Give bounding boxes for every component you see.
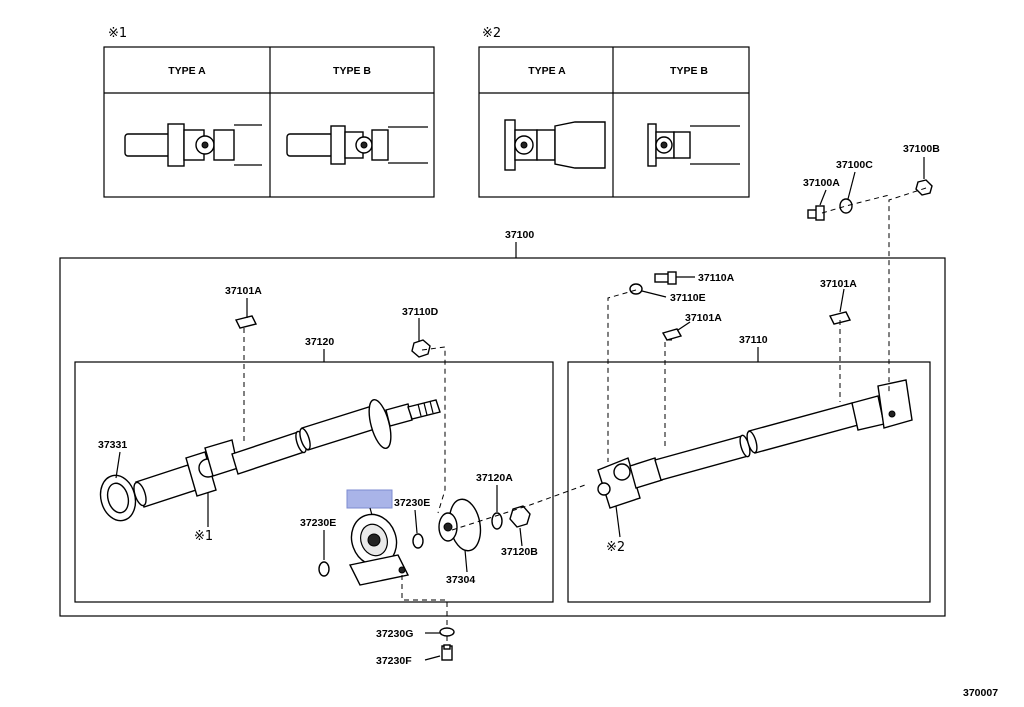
part-number-highlight[interactable] [346, 489, 393, 509]
label-37110A[interactable]: 37110A [698, 272, 735, 284]
bolt-37110a [654, 271, 677, 285]
label-37120A[interactable]: 37120A [476, 472, 513, 484]
front-shaft-box [74, 361, 554, 603]
assembly-box [59, 257, 946, 617]
inset-2-type-a-flange [504, 119, 606, 171]
bolt-37100a [807, 205, 825, 221]
diagram-code: 370007 [963, 687, 998, 699]
label-37100C[interactable]: 37100C [836, 159, 873, 171]
nut-37120b [509, 505, 531, 528]
label-37230E-right[interactable]: 37230E [394, 497, 430, 509]
label-37120B[interactable]: 37120B [501, 546, 538, 558]
inset-1-type-a-yoke [124, 123, 262, 167]
inset-2-type-a-label: TYPE A [528, 65, 566, 77]
front-propeller-shaft [99, 399, 441, 522]
washer-37230g [439, 627, 455, 637]
label-37230E-left[interactable]: 37230E [300, 517, 336, 529]
callout-ref-2: ※2 [606, 540, 625, 555]
leader-lines [115, 157, 925, 661]
label-37101A-right[interactable]: 37101A [820, 278, 857, 290]
inset-2-type-b-label: TYPE B [670, 65, 708, 77]
inset-2-type-b-flange [647, 123, 740, 167]
label-37110D[interactable]: 37110D [402, 306, 439, 318]
balance-weight-mid [661, 328, 683, 341]
washer-37110e [629, 283, 643, 295]
inset-1-type-b-yoke [286, 125, 428, 165]
inset-2-ref: ※2 [482, 26, 501, 41]
label-37331[interactable]: 37331 [98, 439, 127, 451]
nut-37100b [915, 179, 933, 196]
inset-1: ※1 TYPE A TYPE B [103, 26, 435, 198]
label-37101A-mid[interactable]: 37101A [685, 312, 722, 324]
label-37110E[interactable]: 37110E [670, 292, 706, 304]
assembly-label: 37100 [505, 229, 534, 241]
inset-1-ref: ※1 [108, 26, 127, 41]
part-labels: 37100A 37100B 37100C 37101A 37101A 37101… [98, 143, 998, 699]
inset-2: ※2 TYPE A TYPE B [478, 26, 750, 198]
flange-37304 [438, 498, 482, 552]
label-37230G[interactable]: 37230G [376, 628, 413, 640]
front-shaft-label: 37120 [305, 336, 334, 348]
washer-37230e-right [412, 533, 424, 549]
label-37100B[interactable]: 37100B [903, 143, 940, 155]
callout-ref-1: ※1 [194, 529, 213, 544]
inset-1-type-a-label: TYPE A [168, 65, 206, 77]
label-37100A[interactable]: 37100A [803, 177, 840, 189]
washer-37120a [491, 512, 503, 530]
balance-weight-right [828, 311, 852, 325]
label-37101A-left[interactable]: 37101A [225, 285, 262, 297]
washer-37100c [839, 198, 853, 214]
assembly-lines [243, 187, 927, 645]
rear-shaft-box [567, 361, 931, 603]
rear-propeller-shaft [597, 379, 913, 509]
inset-1-type-b-label: TYPE B [333, 65, 371, 77]
rear-shaft-label: 37110 [739, 334, 768, 346]
balance-weight-left [234, 315, 258, 329]
label-37230F[interactable]: 37230F [376, 655, 412, 667]
washer-37230e-left [318, 561, 330, 577]
bolt-37230f [441, 644, 453, 661]
center-support-bearing [348, 513, 410, 586]
label-37304[interactable]: 37304 [446, 574, 475, 586]
nut-37110d [411, 339, 431, 358]
